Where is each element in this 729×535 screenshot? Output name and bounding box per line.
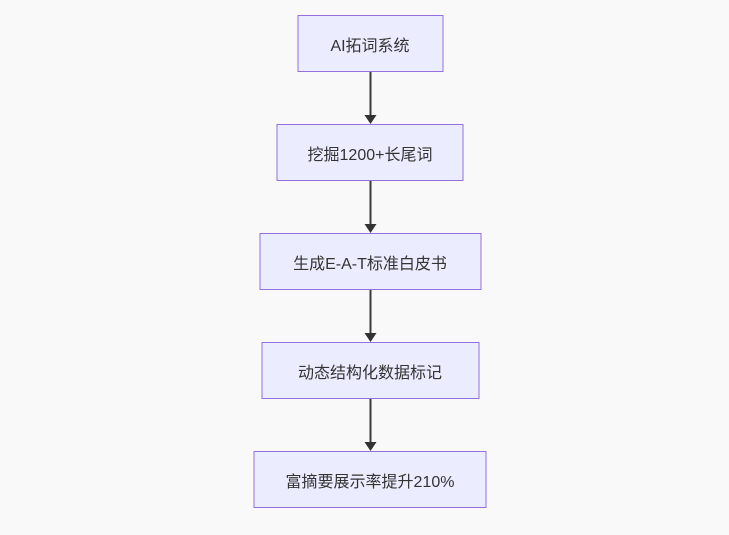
arrow-connector [364,399,376,451]
arrow-line [369,72,371,115]
flow-node-label: 生成E-A-T标准白皮书 [293,255,447,273]
arrow-connector [364,290,376,342]
arrowhead-down-icon [364,442,376,451]
flow-node-longtail-mining: 挖掘1200+长尾词 [276,124,464,181]
arrow-connector [364,181,376,233]
flow-node-ai-keyword-system: AI拓词系统 [297,15,443,72]
arrowhead-down-icon [364,115,376,124]
flow-node-label: 富摘要展示率提升210% [285,473,455,491]
arrowhead-down-icon [364,224,376,233]
flowchart-column: AI拓词系统 挖掘1200+长尾词 生成E-A-T标准白皮书 动态结构化数据标记 [253,15,487,508]
arrow-connector [364,72,376,124]
flow-node-label: 挖掘1200+长尾词 [307,146,433,164]
arrow-line [369,290,371,333]
arrow-line [369,181,371,224]
arrowhead-down-icon [364,333,376,342]
flow-node-structured-data-markup: 动态结构化数据标记 [261,342,479,399]
flow-node-label: 动态结构化数据标记 [297,364,442,382]
flow-node-label: AI拓词系统 [330,37,410,55]
arrow-line [369,399,371,442]
flow-node-eat-whitepaper: 生成E-A-T标准白皮书 [259,233,481,290]
flow-node-rich-snippet-result: 富摘要展示率提升210% [253,451,487,508]
